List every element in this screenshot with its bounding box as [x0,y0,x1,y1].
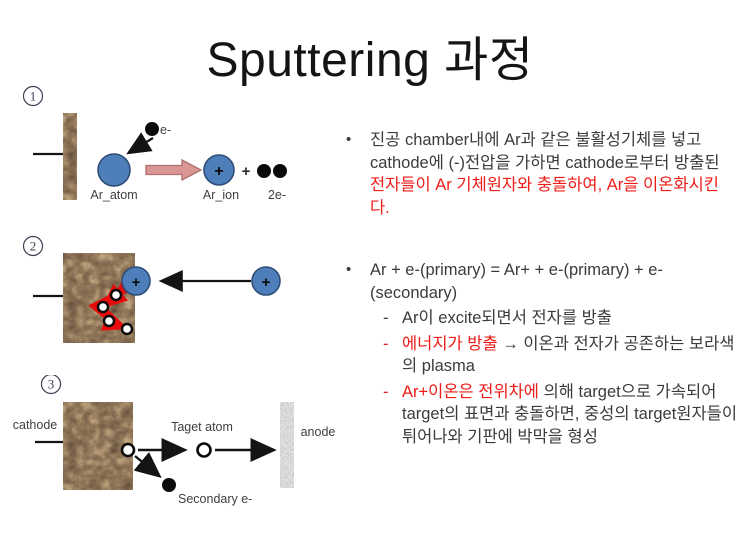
electron-dot [273,164,287,178]
ar-atom-label: Ar_atom [90,188,137,202]
list-marker: - [383,309,389,327]
list-marker: - [383,334,389,353]
electron-label: e- [160,123,171,137]
diagram-collision-cascade: 2 + + [22,235,281,343]
reaction-arrow [145,158,203,182]
ar-ion-circle [203,154,235,186]
cathode-target-block [63,402,133,490]
ejected-atom-circle [120,442,136,458]
electron-impact-arrow [126,132,154,155]
target-atom-circle [196,442,212,458]
target-bar [63,113,77,200]
secondary-electron-arrow [133,451,162,479]
svg-text:3: 3 [48,377,55,392]
secondary-electron-label: Secondary e- [178,492,252,506]
ion-plus-sign: + [262,274,271,291]
cathode-label: cathode [13,418,58,432]
list-text: Ar+이온은 전위차에 의해 target으로 가속되어 target의 표면과… [402,382,738,446]
diagram-ionization: 1 e- Ar_atom + Ar_ion + 2e- [22,85,287,202]
electron-dot [145,122,159,136]
two-electrons-label: 2e- [268,188,286,202]
ar-ion-label: Ar_ion [203,188,239,202]
diagram-deposition: 3 cathode anode Taget atom Secondary e- [13,375,336,506]
list-text: Ar이 excite되면서 전자를 방출 [402,309,612,327]
circled-number-3: 3 [40,375,62,395]
sub-bullet-item: -Ar+이온은 전위차에 의해 target으로 가속되어 target의 표면… [381,381,738,449]
list-text: 진공 chamber내에 Ar과 같은 불활성기체를 넣고 cathode에 (… [370,131,720,217]
bullet-panel: • 진공 chamber내에 Ar과 같은 불활성기체를 넣고 cathode에 … [339,129,738,451]
list-marker: • [346,131,352,148]
svg-text:2: 2 [30,239,37,254]
secondary-electron-dot [162,478,176,492]
list-text: Ar + e-(primary) = Ar+ + e-(primary) + e… [370,261,663,302]
target-atom-label: Taget atom [171,420,233,434]
plus-sign: + [242,163,251,180]
displaced-atoms [96,288,134,336]
anode-bar [280,402,294,488]
slide-title: Sputtering 과정 [206,34,534,87]
ion-plus-sign: + [132,274,141,291]
ar-atom-circle [97,153,131,187]
bullet-item: • 진공 chamber내에 Ar과 같은 불활성기체를 넣고 cathode에 … [339,129,738,219]
electron-dot [257,164,271,178]
impacting-ion-circle [121,266,151,296]
sub-bullet-item: -Ar이 excite되면서 전자를 방출 [381,307,738,330]
ion-plus-sign: + [214,163,223,180]
circled-number-1: 1 [22,85,44,107]
svg-text:1: 1 [30,89,37,104]
bullet-item: • Ar + e-(primary) = Ar+ + e-(primary) + … [339,259,738,304]
incoming-ion-circle [251,266,281,296]
sub-bullet-item: -에너지가 방출 → 이온과 전자가 공존하는 보라색의 plasma [381,333,738,378]
circled-number-2: 2 [22,235,44,257]
list-marker: • [346,261,352,278]
list-text: 에너지가 방출 → 이온과 전자가 공존하는 보라색의 plasma [402,334,735,376]
list-marker: - [383,382,389,401]
anode-label: anode [301,425,336,439]
